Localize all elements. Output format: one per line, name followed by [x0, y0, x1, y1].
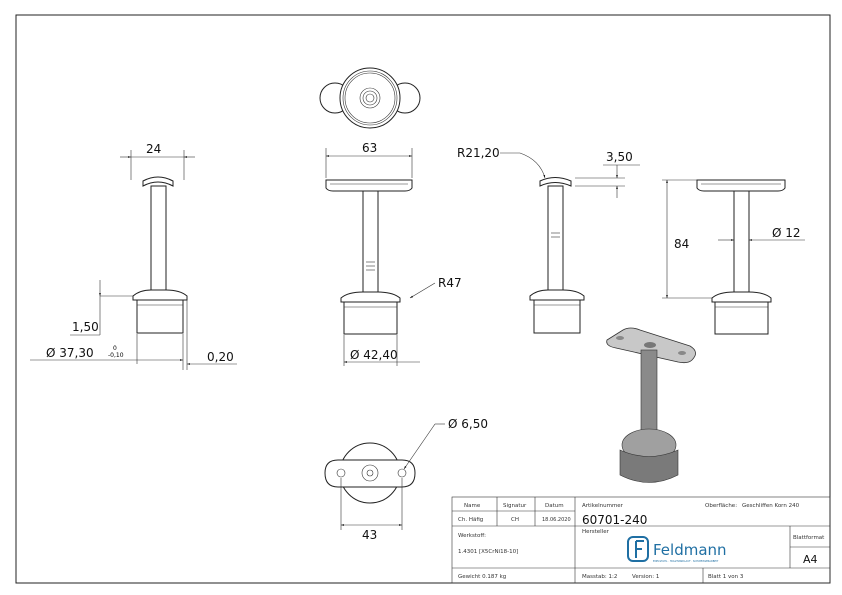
tb-scale: Masstab: 1:2 [582, 574, 617, 580]
tb-format: A4 [803, 553, 818, 566]
tb-logo-tagline: EDELSTAHL · HOLZHANDLAUF · SCHWEISSERARB… [653, 559, 719, 563]
tb-version: Version: 1 [632, 574, 659, 580]
title-block [451, 496, 831, 584]
dim-saddle-width: 24 [146, 142, 161, 156]
side-view-saddle [30, 150, 237, 370]
isometric-view [606, 327, 696, 483]
tb-date-label: Datum [545, 503, 564, 509]
dim-wall-thickness: 1,50 [72, 320, 99, 334]
feldmann-logo-icon [627, 536, 649, 562]
dim-outer-diameter: Ø 42,40 [350, 348, 398, 362]
tb-signature-label: Signatur [503, 503, 527, 509]
tb-article-number: 60701-240 [582, 513, 647, 527]
tb-logo-text: Feldmann [653, 541, 727, 559]
tb-signature: CH [511, 517, 519, 523]
tb-surface-label: Oberfläche: [705, 503, 737, 509]
tb-material-label: Werkstoff: [458, 533, 486, 539]
tb-sheet: Blatt 1 von 3 [708, 574, 744, 580]
tb-surface: Geschliffen Korn 240 [742, 503, 800, 509]
tb-material: 1.4301 [X5CrNi18-10] [458, 549, 518, 555]
bottom-view [324, 423, 445, 530]
tb-date: 18.06.2020 [542, 517, 571, 523]
front-view-plate [325, 148, 436, 366]
dim-height: 84 [674, 237, 689, 251]
dim-tolerance-lower: -0,10 [108, 352, 124, 359]
tb-article-label: Artikelnummer [582, 503, 624, 509]
tb-name: Ch. Häfig [458, 517, 483, 523]
tb-format-label: Blattformat [793, 535, 825, 541]
dim-saddle-radius: R21,20 [457, 146, 500, 160]
tb-name-label: Name [464, 503, 481, 509]
tb-manufacturer-label: Hersteller [582, 529, 610, 535]
dim-plate-length: 63 [362, 141, 377, 155]
dim-base-radius: R47 [438, 276, 462, 290]
side-view-radius [500, 152, 640, 334]
sheet-border [15, 14, 831, 584]
dim-saddle-height: 3,50 [606, 150, 633, 164]
side-view-height [662, 179, 805, 335]
dim-gap: 0,20 [207, 350, 234, 364]
tb-weight: Gewicht 0.187 kg [458, 574, 506, 580]
dim-base-diameter: Ø 37,30 [46, 346, 94, 360]
dim-tolerance-upper: 0 [113, 345, 117, 352]
dim-tube-diameter: Ø 12 [772, 226, 801, 240]
dim-hole-diameter: Ø 6,50 [448, 417, 488, 431]
top-view [319, 67, 421, 129]
dim-hole-spacing: 43 [362, 528, 377, 542]
